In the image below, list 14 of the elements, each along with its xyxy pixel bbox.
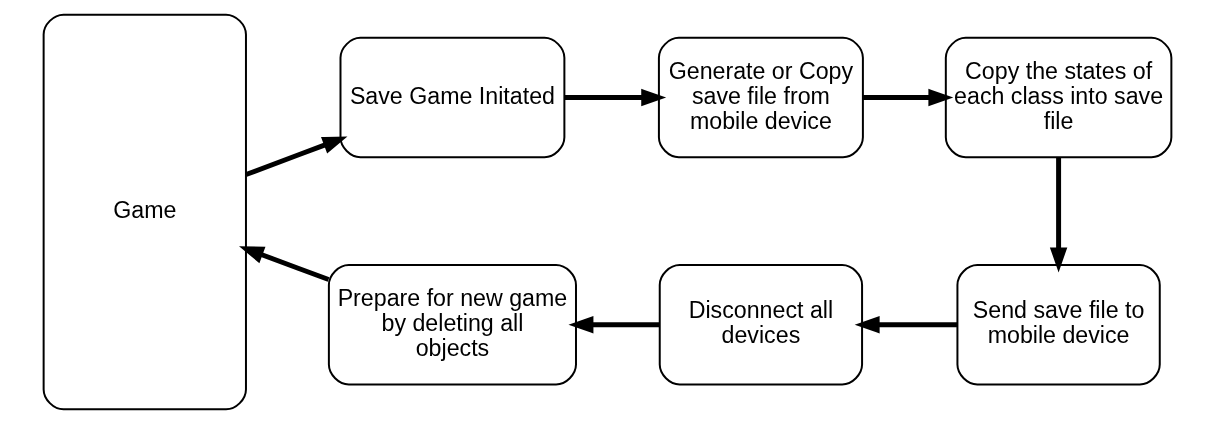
node-box: Save Game Initated <box>339 36 566 159</box>
arrow <box>564 88 667 107</box>
node-box: Send save file to mobile device <box>956 264 1161 386</box>
arrow <box>568 316 660 334</box>
arrow <box>1049 157 1068 273</box>
arrow <box>854 316 958 334</box>
node-box: Game <box>42 13 247 411</box>
node-box: Prepare for new game by deleting all objects <box>327 264 577 386</box>
arrow <box>245 136 348 177</box>
arrow <box>863 88 954 107</box>
node-box: Disconnect all devices <box>658 264 864 386</box>
node-box: Generate or Copy save file from mobile device <box>657 36 864 159</box>
arrow <box>239 246 330 282</box>
node-box: Copy the states of each class into save file <box>944 36 1173 159</box>
